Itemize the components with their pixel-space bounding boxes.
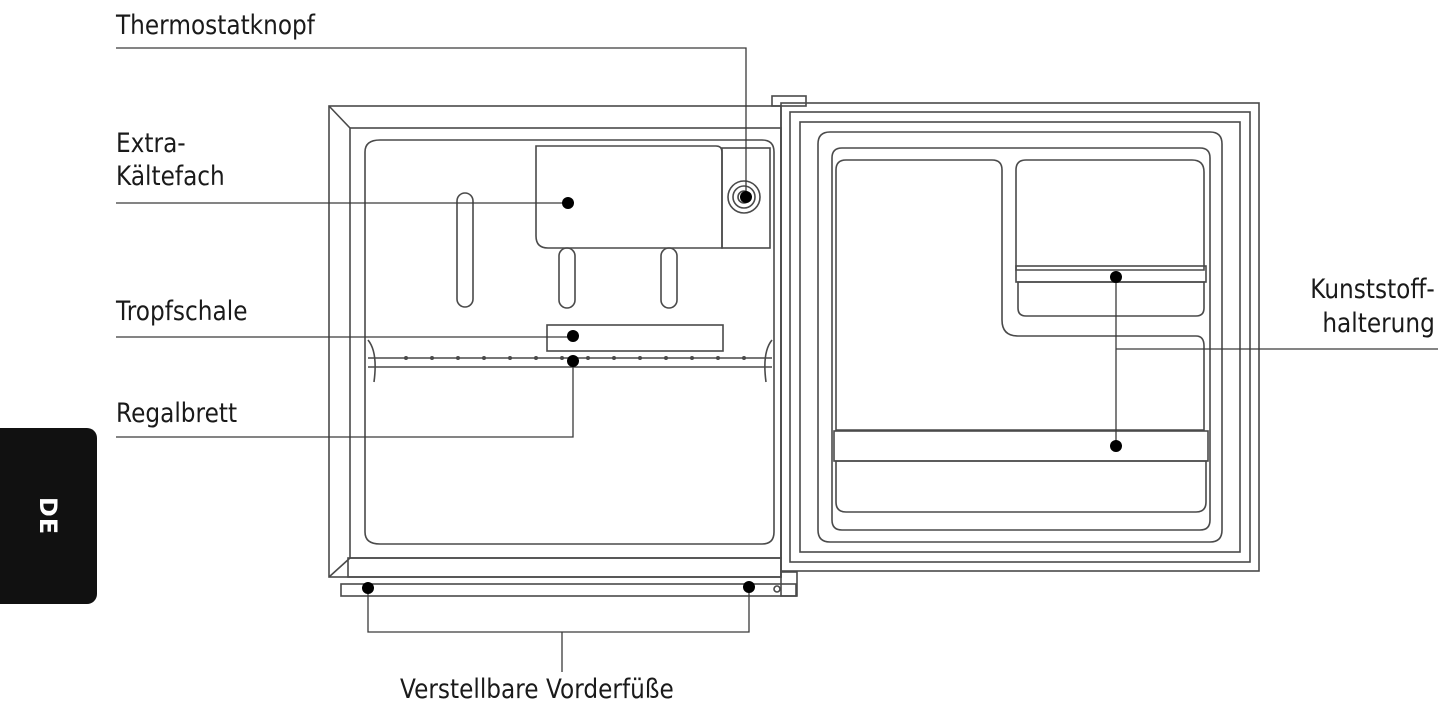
drip-tray-dot	[567, 330, 579, 342]
label-drip-tray: Tropfschale	[116, 296, 248, 327]
base-plate	[340, 557, 798, 597]
label-plastic-holder-line2: halterung	[1322, 308, 1435, 339]
label-adjustable-feet: Verstellbare Vorderfüße	[400, 674, 674, 705]
shelf-dot	[567, 355, 579, 367]
thermostat-dot	[740, 191, 752, 203]
holder-dot-lower	[1110, 440, 1122, 452]
label-thermostat-knob: Thermostatknopf	[116, 10, 315, 41]
extra-cold-compartment	[535, 145, 771, 249]
holder-dot-upper	[1110, 271, 1122, 283]
language-tab	[0, 428, 97, 604]
thermostat-leader	[116, 47, 747, 197]
label-extra-cold-line1: Extra-	[116, 128, 186, 159]
label-shelf: Regalbrett	[116, 398, 238, 429]
extra-cold-dot	[562, 197, 574, 209]
shelf	[367, 339, 773, 383]
fridge-door	[780, 102, 1260, 572]
right-foot-dot	[743, 581, 755, 593]
label-extra-cold-line2: Kältefach	[116, 161, 225, 192]
left-foot-dot	[362, 582, 374, 594]
plastic-holders	[833, 265, 1209, 513]
marker-dots	[362, 191, 1122, 594]
drip-tray	[546, 324, 724, 352]
leader-lines	[116, 47, 1438, 672]
language-tab-label: DE	[34, 496, 62, 536]
feet-leader	[367, 588, 750, 633]
label-plastic-holder-line1: Kunststoff-	[1310, 274, 1435, 305]
thermostat-knob	[727, 180, 761, 214]
back-wall-slots	[456, 192, 678, 309]
shelf-leader	[116, 362, 574, 438]
